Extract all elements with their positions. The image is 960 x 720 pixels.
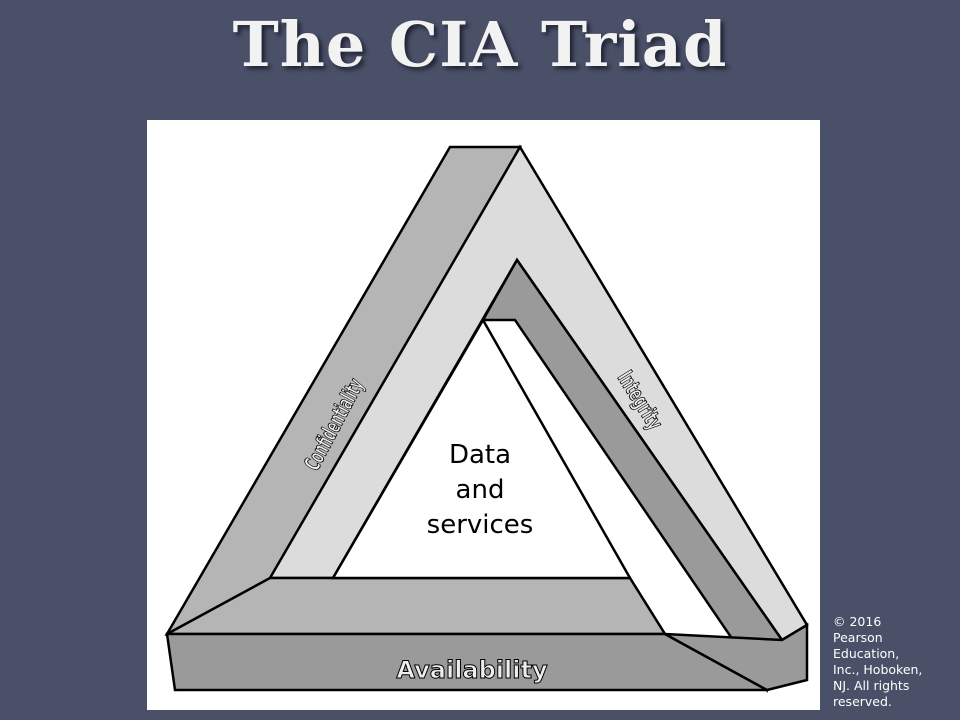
cia-triad-figure: Data and services Confidentiality Integr…: [147, 120, 820, 710]
center-label-line-3: services: [427, 510, 534, 540]
impossible-triangle-diagram: Data and services Confidentiality Integr…: [164, 144, 809, 693]
availability-end-cap: [664, 622, 809, 692]
center-label-line-2: and: [456, 475, 505, 505]
center-triangle: [330, 317, 633, 580]
integrity-inner-face: [480, 257, 784, 693]
availability-label: Availability: [396, 656, 548, 684]
copyright-notice: © 2016 Pearson Education, Inc., Hoboken,…: [833, 614, 923, 709]
slide-title: The CIA Triad: [232, 8, 728, 81]
center-label-line-1: Data: [449, 440, 511, 470]
